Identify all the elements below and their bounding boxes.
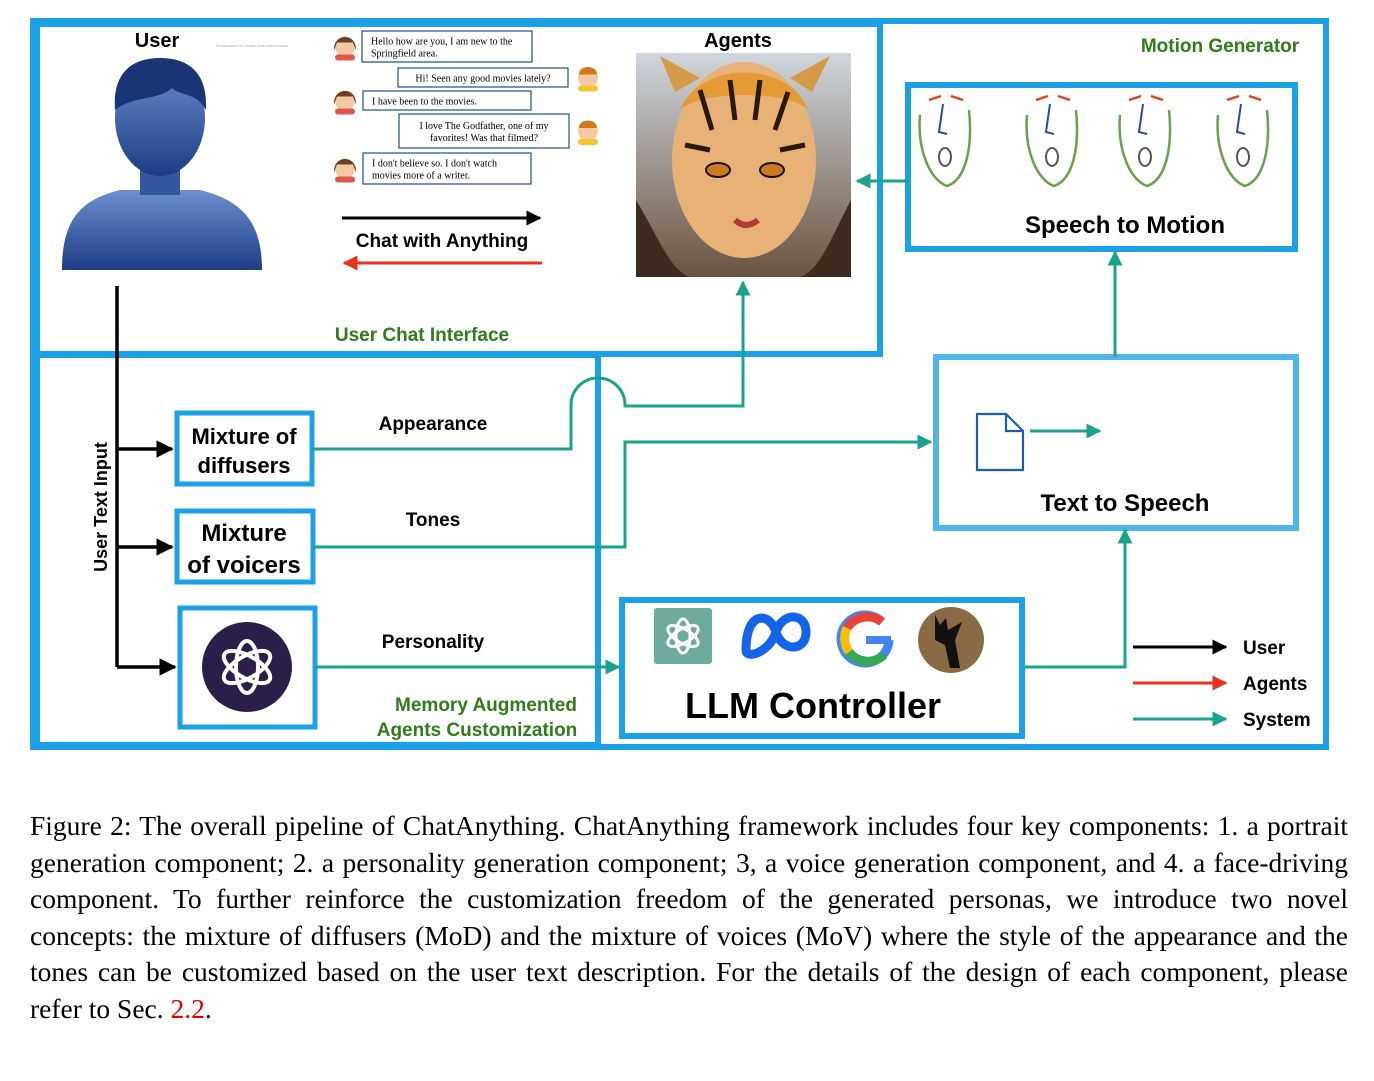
tones-edge: [313, 434, 933, 549]
user-chat-interface-label: User Chat Interface: [335, 325, 509, 346]
chat-message-text: Hello how are you, I am new to the: [371, 37, 513, 48]
waveform-icon: [1108, 385, 1264, 477]
user-title: User: [135, 30, 180, 52]
legend-item: System: [1133, 710, 1311, 731]
face-sketch-icon: [1025, 94, 1079, 188]
male-avatar-icon: [578, 67, 598, 92]
chat-with-anything-label: Chat with Anything: [356, 231, 528, 252]
speech-to-motion-label: Speech to Motion: [1025, 212, 1225, 239]
mixture-of-voicers-line2: of voicers: [187, 552, 300, 579]
chat-message-text: Springfield area.: [371, 49, 438, 60]
appearance-edge: [312, 280, 751, 451]
female-avatar-icon: [333, 158, 357, 183]
legend-label: User: [1243, 638, 1286, 659]
caption-section-ref[interactable]: 2.2: [170, 992, 205, 1024]
chat-message: I don't believe so. I don't watchmovies …: [333, 152, 532, 185]
motion-generator-label: Motion Generator: [1141, 36, 1300, 57]
female-avatar-icon: [333, 36, 357, 61]
memory-label-line1: Memory Augmented: [395, 695, 577, 716]
chat-message-text: I have been to the movies.: [372, 97, 477, 108]
chat-message: I love The Godfather, one of myfavorites…: [398, 113, 598, 149]
caption-text: Figure 2: The overall pipeline of ChatAn…: [30, 810, 1348, 1024]
legend-item: Agents: [1133, 674, 1307, 695]
male-avatar-icon: [578, 120, 598, 145]
llm-controller-label: LLM Controller: [685, 685, 941, 726]
personality-label: Personality: [382, 632, 485, 653]
meta-logo-icon: [741, 612, 811, 659]
appearance-label: Appearance: [379, 414, 488, 435]
female-avatar-icon: [333, 90, 357, 115]
memory-frame: [34, 352, 601, 748]
face-sketch-icon: [918, 94, 972, 188]
speech-to-motion-box: [905, 82, 1298, 252]
figure-caption: Figure 2: The overall pipeline of ChatAn…: [30, 808, 1348, 1027]
chat-conversation: Hello how are you, I am new to theSpring…: [333, 30, 598, 185]
chat-message: Hi! Seen any good movies lately?: [397, 67, 598, 92]
pipeline-diagram: User Personalized AI avatar chat convers…: [30, 18, 1329, 750]
text-to-speech-label: Text to Speech: [1041, 490, 1210, 517]
tiger-portrait-image: [636, 53, 851, 277]
chat-message-text: movies more of a writer.: [372, 171, 470, 182]
face-sketch-icon: [1118, 94, 1172, 188]
document-icon: [975, 412, 1025, 472]
chat-message-text: Hi! Seen any good movies lately?: [415, 74, 551, 85]
user-text-input-label: User Text Input: [91, 442, 111, 572]
openai-logo-icon: [654, 608, 712, 664]
caption-end: .: [204, 992, 212, 1024]
mixture-of-voicers-line1: Mixture: [201, 520, 286, 547]
legend-label: System: [1243, 710, 1311, 731]
openai-logo-icon: [202, 622, 292, 712]
tones-label: Tones: [406, 510, 461, 531]
google-logo-icon: [836, 610, 894, 668]
llm-to-tts-edge: [1022, 528, 1133, 669]
chat-message: I have been to the movies.: [333, 90, 532, 115]
mixture-of-diffusers-line1: Mixture of: [191, 424, 297, 449]
mixture-of-diffusers-line2: diffusers: [198, 453, 291, 478]
chat-message-text: I love The Godfather, one of my: [419, 121, 548, 132]
legend-item: User: [1133, 638, 1286, 659]
memory-label-line2: Agents Customization: [377, 720, 578, 741]
face-sketch-icon: [1216, 94, 1270, 188]
mixture-of-diffusers-box: [174, 410, 315, 487]
legend-label: Agents: [1243, 674, 1307, 695]
chat-message-text: I don't believe so. I don't watch: [372, 159, 497, 170]
llama-logo-icon: [918, 607, 984, 673]
user-fine-print: Personalized AI avatar chat conversation: [216, 43, 289, 48]
agents-title: Agents: [704, 30, 772, 52]
chat-message-text: favorites! Was that filmed?: [430, 133, 539, 144]
user-silhouette-icon: [62, 58, 262, 270]
chat-message: Hello how are you, I am new to theSpring…: [333, 30, 533, 63]
